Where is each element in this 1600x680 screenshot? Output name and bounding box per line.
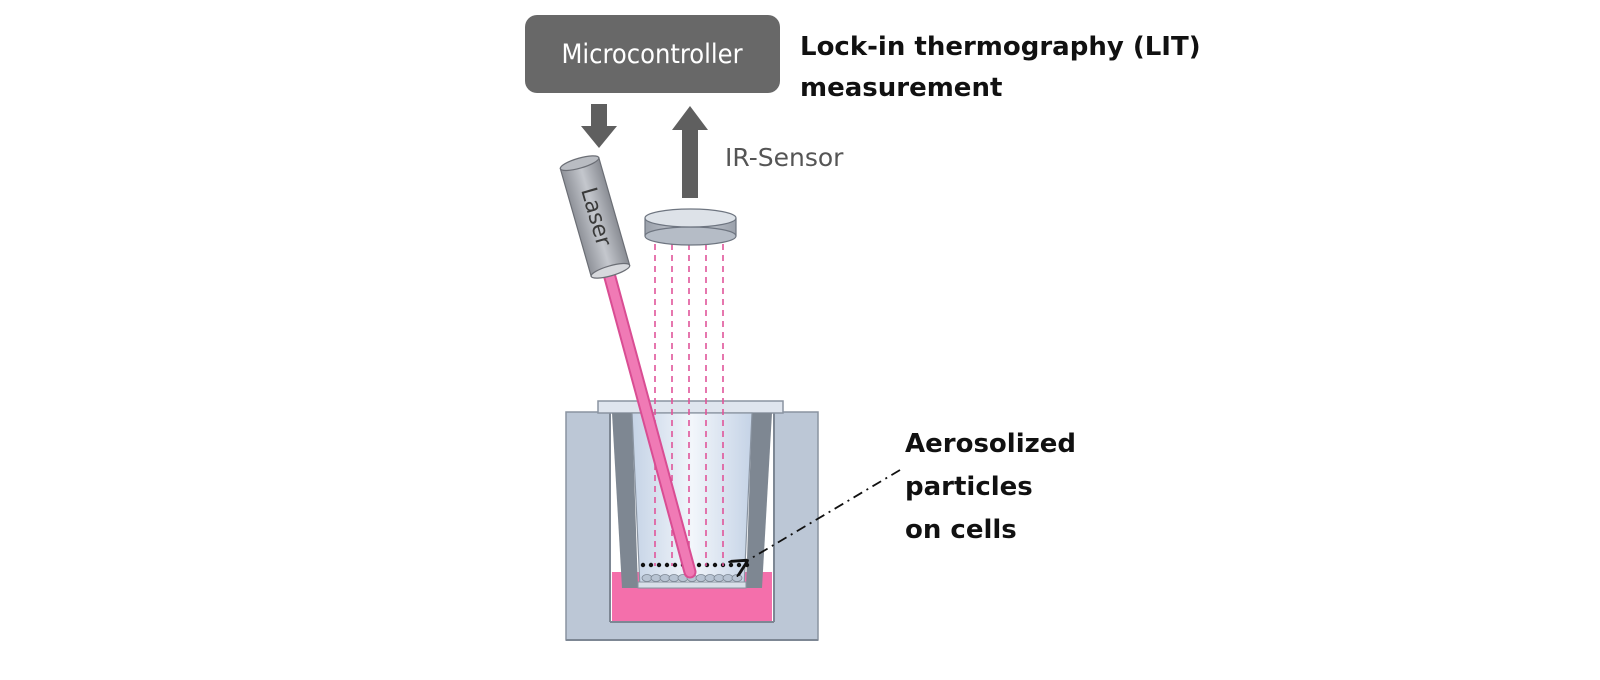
lit-title-line2: measurement [800,73,1002,103]
lit-title-line1: Lock-in thermography (LIT) [800,32,1201,62]
cell [659,574,671,582]
laser-beam [601,263,697,579]
callout-line1: Aerosolized [905,429,1076,459]
microcontroller-label: Microcontroller [561,39,742,70]
aerosol-particle [656,562,662,568]
aerosol-particle [640,562,646,568]
aerosol-particle [664,562,670,568]
callout-pointer [745,469,901,562]
ir-sensor-device [644,208,737,246]
aerosol-particle [728,562,734,568]
microcontroller-box: Microcontroller [525,15,780,93]
cell [713,574,725,582]
aerosol-particle [648,562,654,568]
cell [704,574,716,582]
cell [731,574,743,582]
aerosol-particle [696,562,702,568]
callout-line3: on cells [905,515,1017,545]
cell [641,574,653,582]
aerosol-particle [672,562,678,568]
callout-line2: particles [905,472,1033,502]
ir-sensor-label: IR-Sensor [725,143,844,172]
laser-device: Laser [559,155,631,279]
up-arrow-icon [672,106,708,198]
aerosol-particle [712,562,718,568]
down-arrow-icon [581,104,617,148]
cell [695,574,707,582]
cell [722,574,734,582]
aerosol-particle [744,562,750,568]
cell [650,574,662,582]
aerosol-particle [736,562,742,568]
cell [668,574,680,582]
